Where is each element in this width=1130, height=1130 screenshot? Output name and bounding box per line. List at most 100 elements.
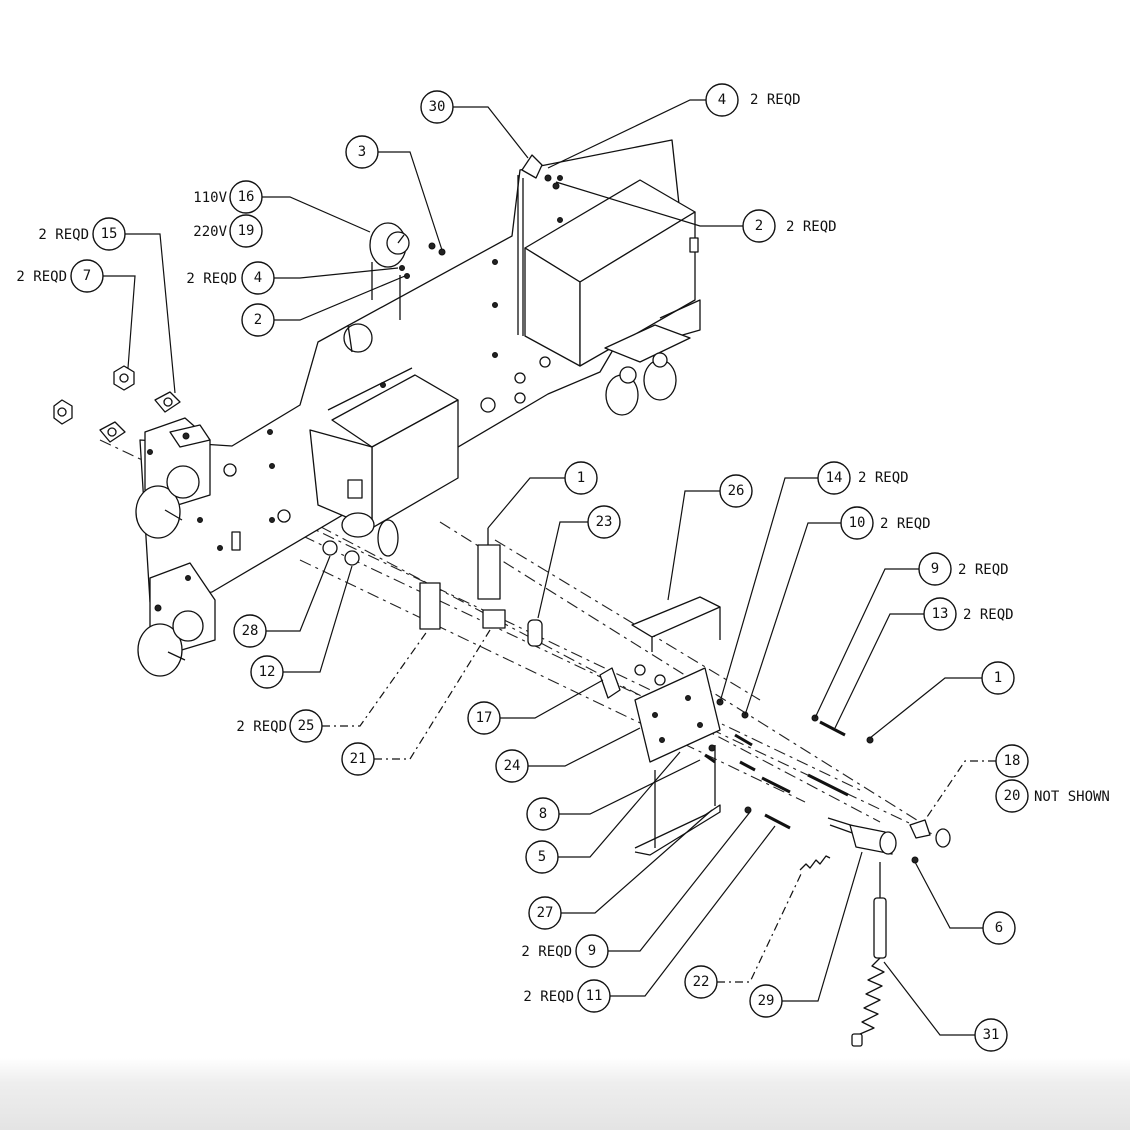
callout-circle	[250, 655, 284, 689]
middle-box	[309, 367, 459, 557]
callout-circle	[92, 217, 126, 251]
part-17-clip	[599, 667, 621, 699]
callout-note: 2 REQD	[523, 989, 574, 1005]
callout-number: 31	[983, 1027, 1000, 1043]
callout-number: 24	[504, 758, 521, 774]
callout-25: 25 2 REQD	[236, 629, 429, 743]
callout-circle	[289, 709, 323, 743]
part-23-block	[527, 619, 543, 647]
callout-note: NOT SHOWN	[1034, 789, 1110, 805]
callout-2-right: 2 2 REQD	[555, 181, 837, 243]
callout-circle	[575, 934, 609, 968]
lower-right-assembly	[631, 596, 951, 1047]
callout-16: 16 110V	[193, 180, 371, 233]
callout-circle	[420, 90, 454, 124]
callout-note: 2 REQD	[38, 227, 89, 243]
callout-10: 10 2 REQD	[744, 506, 931, 716]
leader-line	[374, 629, 491, 760]
leader-line	[547, 99, 706, 169]
callout-circle	[587, 505, 621, 539]
callout-27: 27	[528, 809, 713, 930]
callout-number: 9	[588, 943, 596, 959]
leader-line	[378, 151, 443, 251]
part-25-block	[419, 582, 441, 630]
callout-circle	[526, 797, 560, 831]
callout-circle	[995, 779, 1029, 813]
leader-line	[558, 751, 681, 858]
callout-number: 26	[728, 483, 745, 499]
callout-2-left: 2	[241, 275, 406, 337]
callout-19: 19 220V	[193, 214, 263, 248]
callout-number: 30	[429, 99, 446, 115]
leader-line	[744, 522, 841, 716]
callout-note: 2 REQD	[236, 719, 287, 735]
callout-circle	[918, 552, 952, 586]
center-parts	[419, 528, 666, 699]
bracket-27	[634, 804, 721, 856]
leader-line	[883, 961, 975, 1036]
callout-circle	[495, 749, 529, 783]
right-casters	[604, 324, 691, 416]
callout-note: 2 REQD	[186, 271, 237, 287]
leader-line	[608, 811, 751, 952]
callout-9-right: 9 2 REQD	[814, 552, 1009, 719]
left-hardware	[53, 365, 360, 566]
callout-circle	[982, 911, 1016, 945]
callout-12: 12	[250, 565, 353, 689]
callout-18: 18	[924, 744, 1029, 821]
leader-line	[453, 106, 529, 159]
callout-number: 19	[238, 223, 255, 239]
callout-8: 8	[526, 759, 701, 831]
callout-number: 28	[242, 623, 259, 639]
callout-number: 27	[537, 905, 554, 921]
coil-cable	[859, 957, 885, 1035]
callout-number: 25	[298, 718, 315, 734]
callout-22: 22	[684, 871, 803, 999]
part-1-block	[477, 544, 501, 600]
leader-line	[869, 677, 982, 739]
callout-28: 28	[233, 555, 331, 648]
callout-number: 6	[995, 920, 1003, 936]
callout-note: 2 REQD	[786, 219, 837, 235]
callout-circle	[564, 461, 598, 495]
left-upper-caster	[135, 417, 211, 539]
callout-number: 8	[539, 806, 547, 822]
callout-1-right: 1	[869, 661, 1015, 739]
callout-number: 22	[693, 974, 710, 990]
callout-number: 12	[259, 664, 276, 680]
callout-circle	[817, 461, 851, 495]
cable-sleeve	[873, 897, 887, 959]
callout-circle	[525, 840, 559, 874]
callout-note: 2 REQD	[16, 269, 67, 285]
callout-number: 1	[994, 670, 1002, 686]
assembly-drawing	[53, 139, 951, 1047]
callout-number: 21	[350, 751, 367, 767]
callout-17: 17	[467, 679, 604, 735]
callout-circle	[840, 506, 874, 540]
leader-line	[262, 196, 371, 233]
callout-number: 10	[849, 515, 866, 531]
callout-circle	[241, 303, 275, 337]
leader-line	[274, 267, 399, 279]
leader-line	[103, 275, 136, 369]
callout-number: 20	[1004, 788, 1021, 804]
bracket-26	[631, 596, 721, 638]
callout-circle	[577, 979, 611, 1013]
callout-5: 5	[525, 751, 681, 874]
callout-20: 20 NOT SHOWN	[995, 779, 1110, 813]
callout-number: 9	[931, 561, 939, 577]
callout-circle	[341, 742, 375, 776]
leader-line	[322, 629, 429, 727]
callout-24: 24	[495, 727, 641, 783]
callout-30: 30	[420, 90, 529, 159]
callout-number: 1	[577, 470, 585, 486]
leader-line	[555, 181, 743, 227]
callout-circle	[233, 614, 267, 648]
part-20	[935, 828, 951, 848]
callout-circle	[229, 214, 263, 248]
callout-number: 23	[596, 514, 613, 530]
leader-line	[834, 613, 924, 729]
leader-line	[500, 679, 604, 719]
meter	[369, 222, 410, 320]
leader-line	[610, 825, 776, 997]
